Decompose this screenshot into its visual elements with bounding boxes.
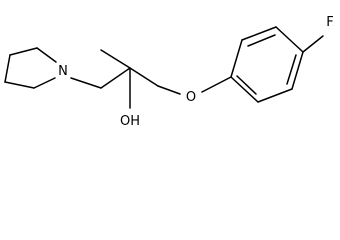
ring-bond-3 bbox=[275, 26, 304, 53]
ring-double-bond-3 bbox=[236, 75, 257, 95]
ring-bond-5 bbox=[257, 88, 293, 103]
atom-label-ether-oxygen: O bbox=[186, 90, 196, 105]
ring-bond-6 bbox=[230, 76, 259, 103]
bond-c2-c3 bbox=[9, 47, 38, 56]
bond-c4-c5 bbox=[4, 81, 35, 89]
ring-double-bond-2 bbox=[286, 54, 297, 85]
ring-bond-4 bbox=[291, 51, 304, 90]
atom-label-fluorine: F bbox=[326, 15, 333, 30]
atom-label-hydroxyl: OH bbox=[120, 114, 140, 129]
pyrrolidine-ring bbox=[4, 47, 57, 89]
bond-ch2-o bbox=[157, 85, 181, 95]
bond-n-c2 bbox=[36, 47, 57, 63]
chemical-structure: N O OH F bbox=[4, 15, 334, 129]
bond-c3-c4 bbox=[4, 54, 11, 83]
ring-bond-2 bbox=[241, 26, 277, 41]
fluorophenyl-ring bbox=[230, 26, 324, 103]
ring-double-bond-1 bbox=[247, 34, 276, 47]
bond-c-methyl bbox=[100, 49, 131, 69]
bond-c-ch2o bbox=[129, 67, 159, 87]
bond-n-ch2 bbox=[70, 77, 102, 89]
ring-bond-1 bbox=[230, 39, 243, 78]
atom-label-nitrogen: N bbox=[58, 64, 68, 79]
bond-ch2-c bbox=[100, 67, 131, 89]
bond-c-f bbox=[302, 35, 324, 53]
bond-c5-n bbox=[33, 77, 56, 89]
alkyl-chain bbox=[70, 49, 232, 109]
bond-o-aryl bbox=[201, 76, 232, 93]
